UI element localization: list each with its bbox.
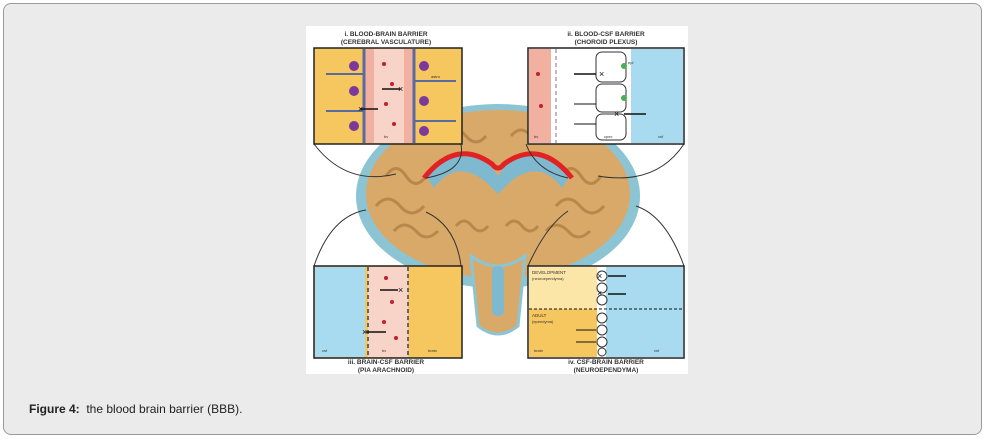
- svg-text:×: ×: [599, 69, 604, 79]
- label-csf-iii: csf: [322, 348, 328, 353]
- svg-text:×: ×: [597, 288, 602, 298]
- svg-text:×: ×: [358, 104, 363, 114]
- label-cpec: cpec: [604, 134, 612, 139]
- label-csf-iv: csf: [654, 348, 660, 353]
- label-ependyma: (ependyma): [532, 319, 554, 324]
- panel-csf-brain-barrier: × × DEVELOPMENT (neuroependyma) ADULT (e…: [527, 265, 685, 374]
- svg-text:×: ×: [597, 271, 602, 281]
- label-epi: epi: [628, 60, 633, 65]
- label-astro: astro: [431, 74, 441, 79]
- svg-text:×: ×: [398, 285, 403, 295]
- panel-i-subtitle: (CEREBRAL VASCULATURE): [341, 39, 431, 46]
- panel-ii-subtitle: (CHOROID PLEXUS): [575, 39, 638, 46]
- panel-iii-subtitle: (PIA ARACHNOID): [358, 367, 414, 374]
- panel-blood-csf-barrier: ii. BLOOD-CSF BARRIER (CHOROID PLEXUS) ×…: [527, 31, 685, 145]
- panel-i-title: i. BLOOD-BRAIN BARRIER: [344, 31, 427, 38]
- label-brain-iii: brain: [428, 348, 437, 353]
- figure-container: i. BLOOD-BRAIN BARRIER (CEREBRAL VASCULA…: [3, 3, 982, 435]
- label-brain-iv: brain: [534, 348, 543, 353]
- label-neuroependyma: (neuroependyma): [532, 276, 564, 281]
- figure-caption-label: Figure 4:: [29, 402, 80, 416]
- panel-ii-title: ii. BLOOD-CSF BARRIER: [567, 31, 645, 38]
- label-bv-i: bv: [384, 134, 388, 139]
- panel-blood-brain-barrier: i. BLOOD-BRAIN BARRIER (CEREBRAL VASCULA…: [313, 31, 463, 145]
- svg-text:×: ×: [362, 327, 367, 337]
- blood-brain-barrier-figure: i. BLOOD-BRAIN BARRIER (CEREBRAL VASCULA…: [306, 26, 688, 374]
- label-bv-ii: bv: [534, 134, 538, 139]
- panel-brain-csf-barrier: × × csf bv brain iii. BRAIN-CSF BARRIER …: [313, 265, 463, 374]
- figure-caption: Figure 4: the blood brain barrier (BBB).: [29, 402, 242, 416]
- svg-text:×: ×: [398, 84, 403, 94]
- label-development: DEVELOPMENT: [532, 270, 566, 275]
- label-adult: ADULT: [532, 313, 547, 318]
- panel-iv-subtitle: (NEUROEPENDYMA): [574, 367, 639, 374]
- panel-iii-title: iii. BRAIN-CSF BARRIER: [348, 359, 425, 366]
- label-csf-ii: csf: [658, 134, 664, 139]
- panel-iv-title: iv. CSF-BRAIN BARRIER: [568, 359, 644, 366]
- figure-caption-text: the blood brain barrier (BBB).: [86, 402, 243, 416]
- svg-text:×: ×: [614, 109, 619, 119]
- label-bv-iii: bv: [382, 348, 386, 353]
